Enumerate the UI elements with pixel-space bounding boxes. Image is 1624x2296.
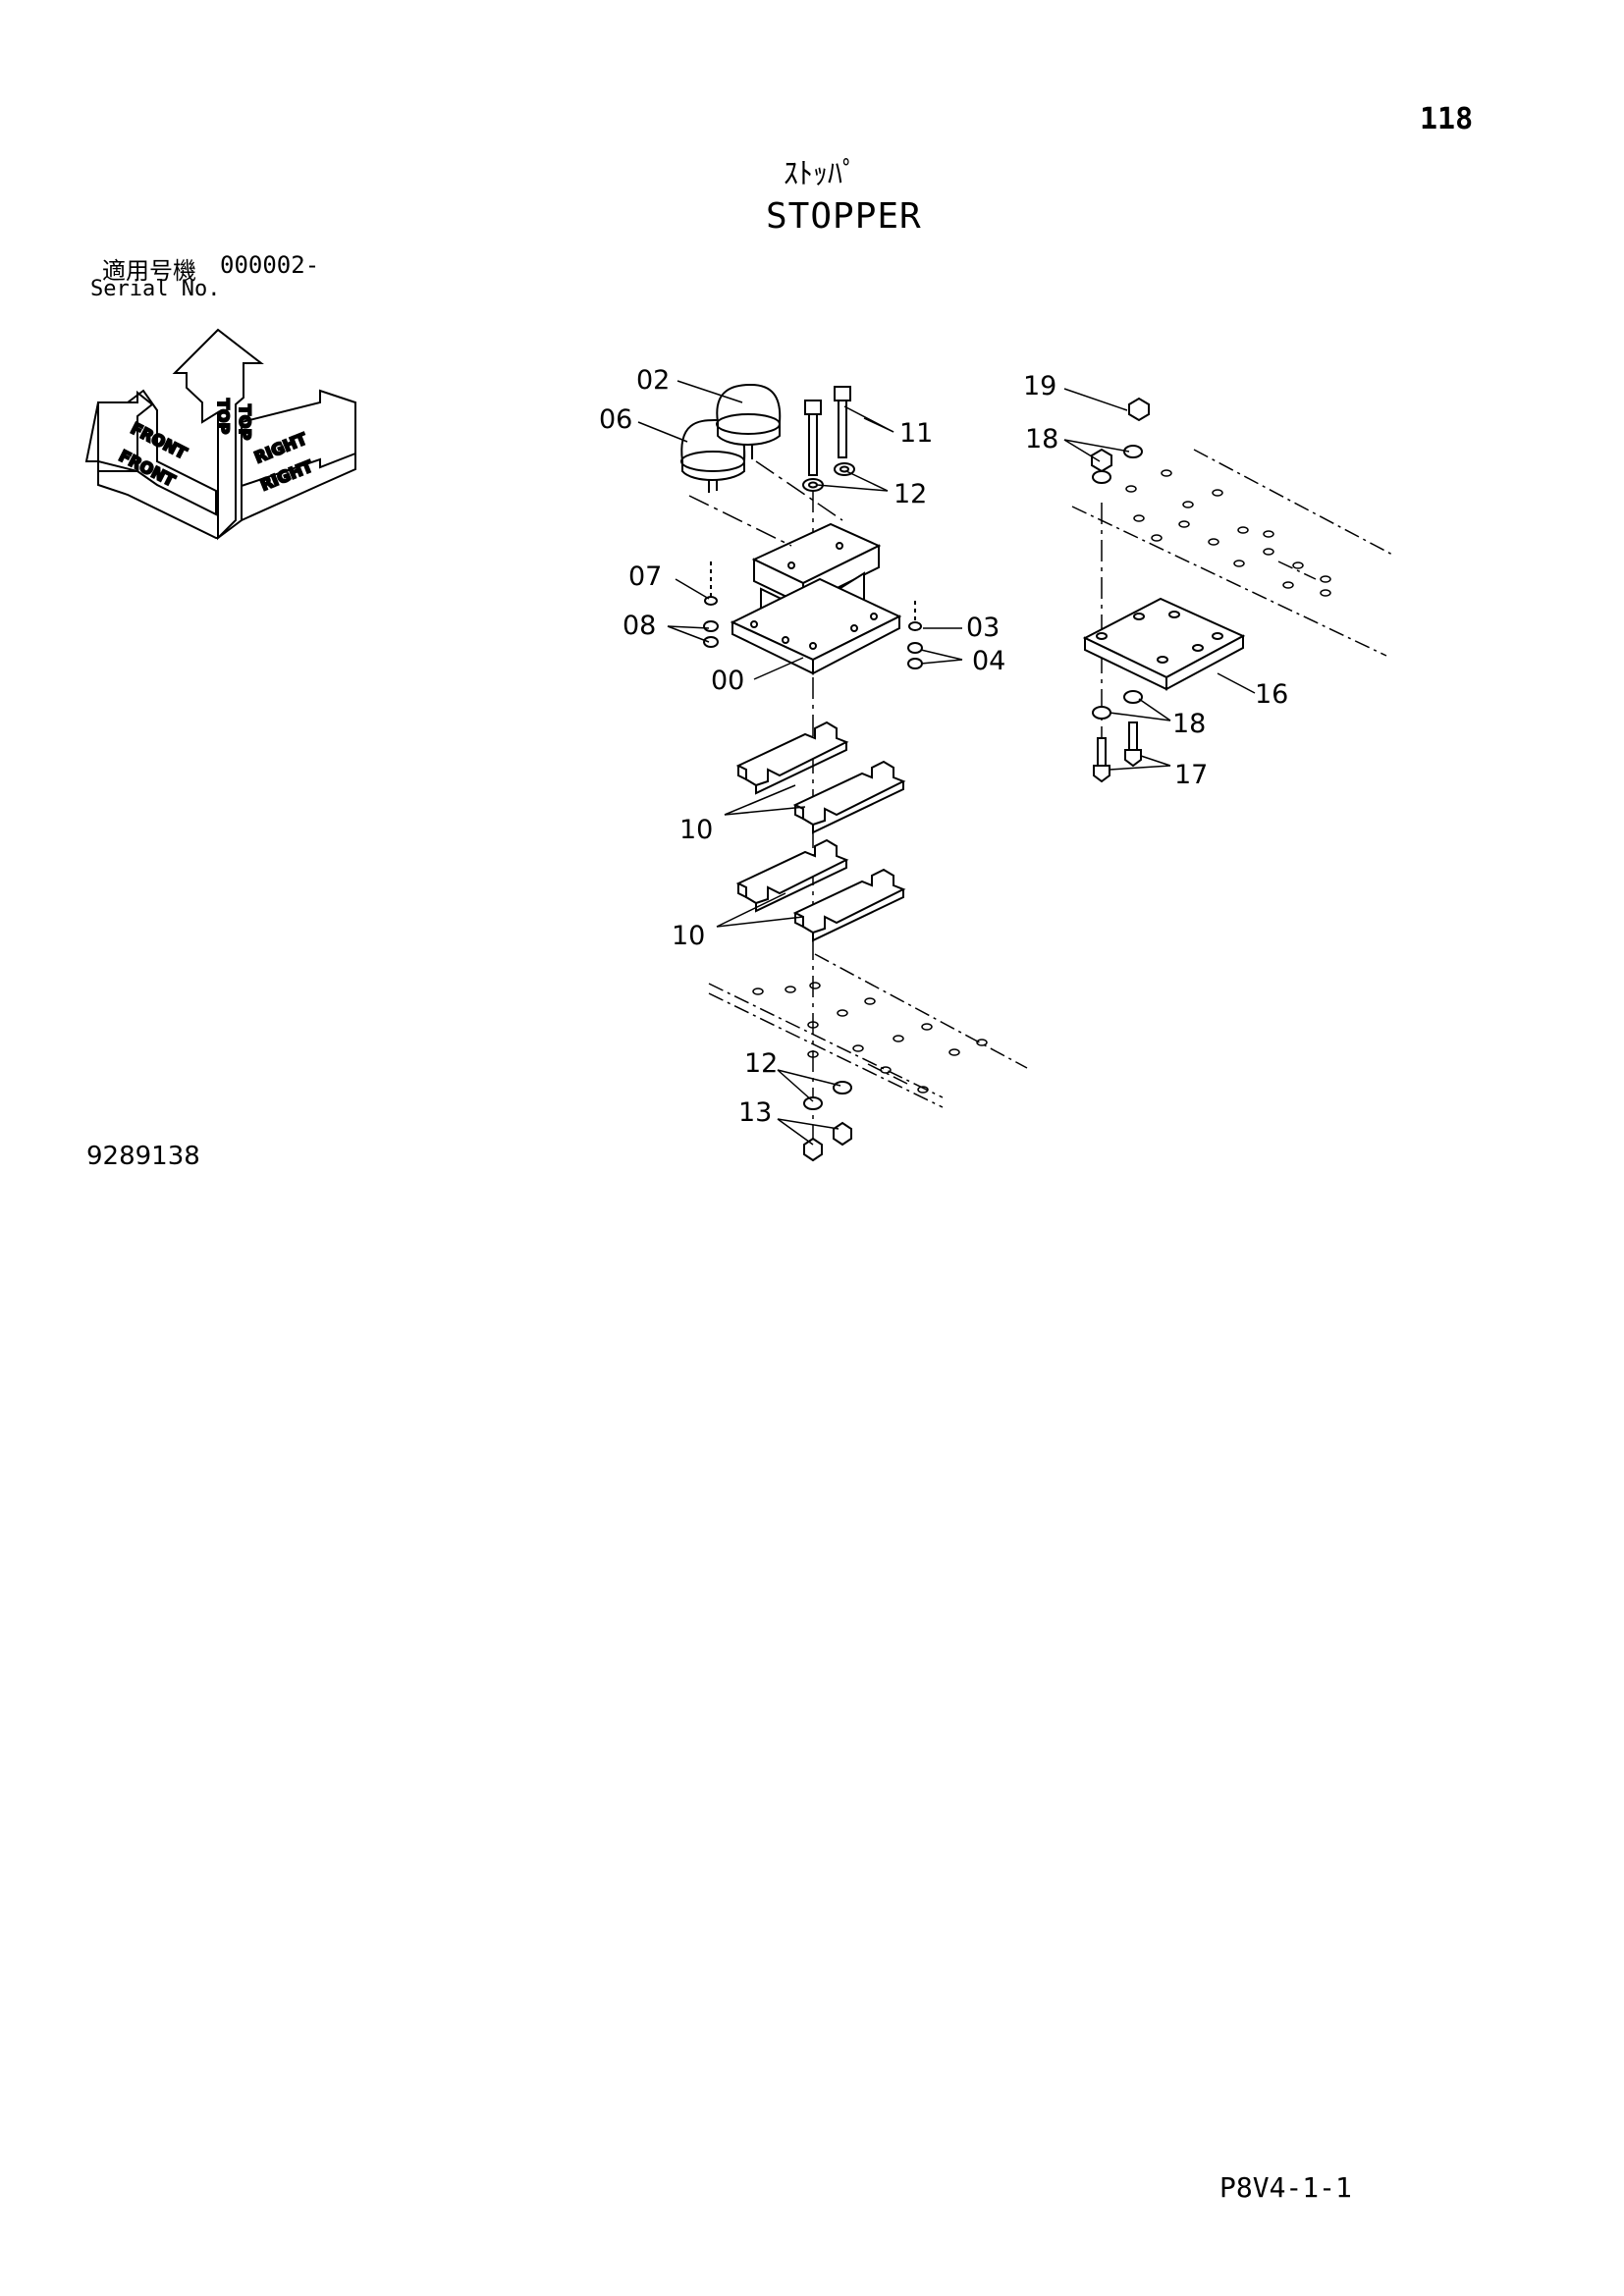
callout-18-bottom: 18 [1172,709,1206,739]
front-arrow-depth [97,471,218,539]
callout-19: 19 [1023,371,1056,401]
serial-label-english: Serial No. [90,277,221,301]
side-plate-assembly [1071,397,1395,783]
title-japanese: ｽﾄｯﾊﾟ [784,157,857,191]
serial-value: 000002- [220,251,320,279]
callout-02: 02 [636,365,670,396]
front-arrow-outline [97,389,217,516]
page-number: 118 [1420,102,1474,136]
stopper-bracket-00 [688,460,902,675]
orientation-indicator: FRONT FRONT TOP TOP RIGHT RIGHT [84,328,356,541]
callout-07: 07 [628,561,662,592]
frame-plate-lower [708,953,1028,1108]
footer-code: P8V4-1-1 [1219,2171,1352,2204]
shims-10-lower [735,838,906,942]
callout-08: 08 [623,611,656,641]
callout-00: 00 [711,666,744,696]
leader-lines [637,380,1256,1146]
drawing-number: 9289138 [86,1142,200,1171]
fasteners-17-18-19 [1091,397,1150,783]
plate-16 [1082,597,1246,691]
callout-03: 03 [966,613,1000,643]
callout-04: 04 [972,646,1005,676]
top-label: TOP [236,404,254,441]
bolts-11 [804,386,851,476]
callout-13: 13 [738,1097,772,1128]
callout-17: 17 [1174,760,1208,790]
callout-06: 06 [599,404,632,435]
top-label-small: TOP [214,399,233,435]
shims-10-upper [735,721,906,834]
serial-label-japanese: 適用号機 [102,257,196,285]
callout-12-top: 12 [893,479,927,509]
callout-10-lower: 10 [672,921,705,951]
right-arrow-depth [217,422,356,539]
title-english: STOPPER [766,196,922,237]
callout-labels: 02 06 11 12 07 08 03 04 00 10 10 12 13 1… [599,365,1288,1128]
frame-plate-upper [1071,449,1395,657]
callout-18-top: 18 [1025,424,1058,454]
stopper-assembly [680,383,1028,1162]
front-arrow-shape [84,390,154,472]
callout-16: 16 [1255,679,1288,710]
callout-11: 11 [899,418,933,449]
callout-12-bottom: 12 [744,1048,778,1079]
washers-12-nuts-13-bottom [803,1081,852,1162]
top-arrow-shape [172,328,264,541]
callout-10-upper: 10 [679,815,713,845]
